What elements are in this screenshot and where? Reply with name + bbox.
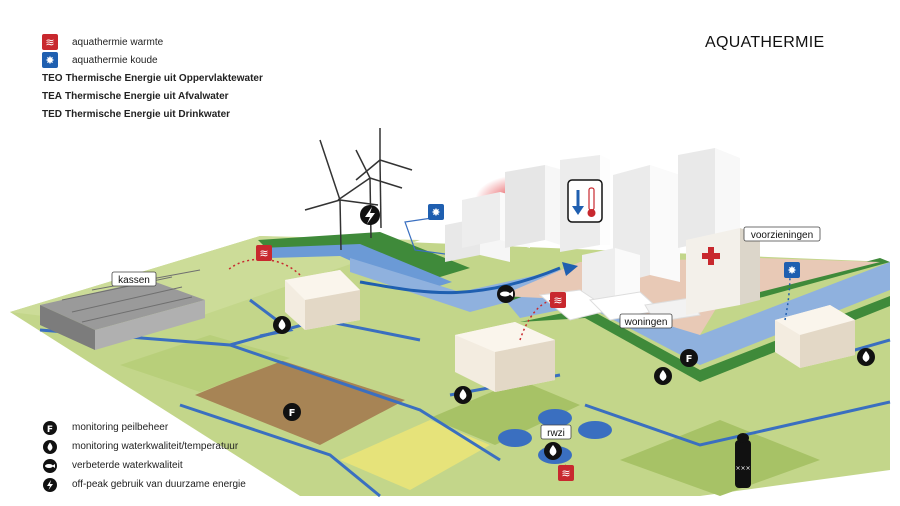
thermometer-badge bbox=[567, 179, 603, 223]
cold-icon: ✸ bbox=[42, 52, 58, 68]
woningen-label: woningen bbox=[624, 317, 668, 328]
legend-item-cold: ✸ aquathermie koude bbox=[42, 51, 263, 69]
field-yellow bbox=[340, 420, 490, 490]
rwzi-tank-1 bbox=[498, 429, 532, 447]
ditch-7 bbox=[249, 298, 294, 338]
woningen-label-box bbox=[619, 313, 673, 329]
water-drop-badges bbox=[273, 316, 875, 460]
heat-badge-houses bbox=[550, 292, 566, 308]
field-green-2 bbox=[430, 380, 580, 445]
rwzi-tank-2 bbox=[538, 409, 572, 427]
pumping-station-1 bbox=[285, 270, 360, 330]
svg-text:≋: ≋ bbox=[45, 36, 54, 49]
legend-label: verbeterde waterkwaliteit bbox=[72, 460, 183, 471]
abbr-code: TEO bbox=[42, 72, 63, 84]
cold-link bbox=[404, 217, 461, 257]
abbr-label: Thermische Energie uit Oppervlaktewater bbox=[65, 72, 263, 84]
heat-badge-greenhouse bbox=[256, 245, 272, 261]
cold-badge-hospital bbox=[784, 262, 800, 278]
legend-bottom: F monitoring peilbeheer monitoring water… bbox=[42, 418, 246, 494]
kassen-label-box bbox=[111, 271, 157, 287]
thermometer-icon bbox=[588, 187, 595, 211]
svg-text:≋: ≋ bbox=[553, 294, 562, 307]
lightning-icon bbox=[365, 207, 375, 224]
flow-arrow bbox=[359, 266, 561, 295]
water-drop-icon bbox=[42, 439, 58, 455]
flow-arrowhead bbox=[562, 262, 578, 276]
legend-label: monitoring peilbeheer bbox=[72, 422, 169, 433]
svg-text:×××: ××× bbox=[735, 465, 750, 472]
heat-icon: ≋ bbox=[42, 34, 58, 50]
kassen-label: kassen bbox=[118, 275, 150, 286]
ditch-4 bbox=[584, 400, 891, 447]
field-green bbox=[120, 335, 290, 392]
heat-flow-houses bbox=[519, 299, 556, 341]
legend-label: monitoring waterkwaliteit/temperatuur bbox=[72, 441, 239, 452]
page-title: AQUATHERMIE bbox=[705, 34, 825, 51]
wind-turbines bbox=[304, 128, 413, 251]
svg-text:≋: ≋ bbox=[259, 247, 268, 260]
svg-text:F: F bbox=[47, 425, 53, 435]
field-green-3 bbox=[620, 420, 820, 496]
cold-flow-hospital bbox=[784, 269, 791, 321]
fish-icon bbox=[42, 458, 58, 474]
voorzieningen-label-box bbox=[743, 226, 821, 242]
legend-label: off-peak gebruik van duurzame energie bbox=[72, 479, 246, 490]
svg-text:✸: ✸ bbox=[787, 264, 796, 277]
field-brown bbox=[195, 360, 405, 445]
abbr-code: TEA bbox=[42, 90, 62, 102]
voorzieningen-label: voorzieningen bbox=[751, 230, 813, 241]
bollard-icon: ××× bbox=[735, 433, 751, 488]
city-buildings bbox=[445, 148, 740, 323]
level-gauge-badges: F F bbox=[283, 349, 698, 421]
svg-text:F: F bbox=[686, 354, 693, 365]
lightning-icon bbox=[42, 477, 58, 493]
pumping-station-3 bbox=[775, 305, 855, 368]
svg-text:F: F bbox=[289, 408, 296, 419]
legend-item-waterkwaliteit: monitoring waterkwaliteit/temperatuur bbox=[42, 437, 246, 456]
legend-top: ≋ aquathermie warmte ✸ aquathermie koude… bbox=[42, 33, 263, 123]
abbr-tea: TEA Thermische Energie uit Afvalwater bbox=[42, 87, 263, 105]
legend-label: aquathermie koude bbox=[72, 54, 158, 66]
ditch-3 bbox=[179, 403, 381, 498]
abbr-label: Thermische Energie uit Afvalwater bbox=[65, 90, 229, 102]
svg-text:✸: ✸ bbox=[431, 206, 440, 219]
heat-badge-rwzi bbox=[558, 465, 574, 481]
abbr-teo: TEO Thermische Energie uit Oppervlaktewa… bbox=[42, 69, 263, 87]
legend-item-heat: ≋ aquathermie warmte bbox=[42, 33, 263, 51]
legend-label: aquathermie warmte bbox=[72, 36, 164, 48]
cold-badge-city bbox=[428, 204, 444, 220]
legend-item-peilbeheer: F monitoring peilbeheer bbox=[42, 418, 246, 437]
rwzi-label-box bbox=[540, 424, 572, 440]
pumping-station-2 bbox=[455, 322, 555, 392]
abbr-label: Thermische Energie uit Drinkwater bbox=[65, 108, 231, 120]
water-level-gauge-icon: F bbox=[42, 420, 58, 436]
legend-item-fish: verbeterde waterkwaliteit bbox=[42, 456, 246, 475]
abbr-code: TED bbox=[42, 108, 62, 120]
rwzi-label: rwzi bbox=[547, 428, 565, 439]
hospital-building bbox=[686, 228, 760, 315]
abbr-ted: TED Thermische Energie uit Drinkwater bbox=[42, 105, 263, 123]
rwzi-tank-3 bbox=[578, 421, 612, 439]
greenhouses bbox=[40, 269, 205, 350]
svg-text:≋: ≋ bbox=[561, 467, 570, 480]
legend-item-energy: off-peak gebruik van duurzame energie bbox=[42, 475, 246, 494]
svg-text:✸: ✸ bbox=[45, 54, 54, 67]
